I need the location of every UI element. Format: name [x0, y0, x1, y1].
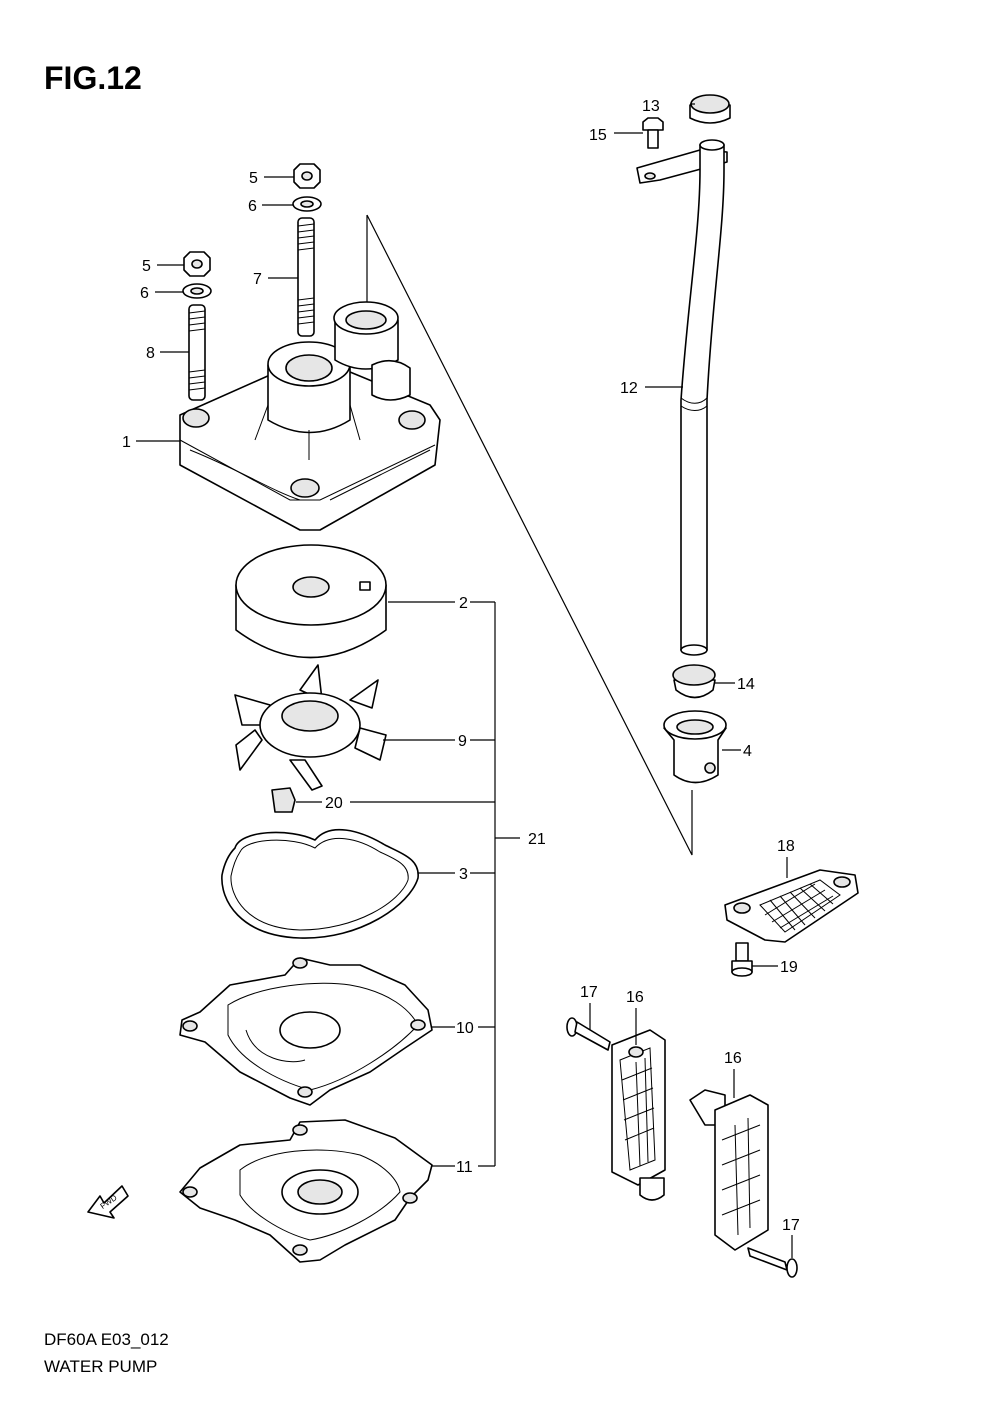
callout-5-lower: 5	[142, 258, 151, 275]
callout-11: 11	[456, 1159, 473, 1176]
grille-16-left[interactable]	[611, 1029, 666, 1201]
fwd-arrow-icon: FWD	[87, 1185, 129, 1219]
callout-14: 14	[737, 676, 755, 693]
callout-17-lower: 17	[782, 1217, 800, 1234]
figure-title: FIG.12	[44, 60, 142, 96]
callout-10: 10	[456, 1020, 474, 1037]
nut-lower[interactable]	[183, 251, 211, 277]
screw-17-lower[interactable]	[747, 1247, 798, 1278]
callouts: 13 15 5 6 5 6 7 8 12 1 2 14 9 4 20 21 18…	[122, 98, 800, 1234]
bolt-19[interactable]	[731, 942, 753, 977]
impeller[interactable]	[234, 664, 387, 791]
stud-8[interactable]	[188, 304, 206, 401]
callout-7: 7	[253, 271, 262, 288]
grille-slots-right	[721, 1117, 761, 1236]
stud-7[interactable]	[297, 217, 315, 337]
oring-gasket[interactable]	[221, 828, 419, 939]
callout-16-left: 16	[626, 989, 644, 1006]
washer-upper[interactable]	[292, 196, 322, 212]
grille-16-right[interactable]	[689, 1089, 769, 1251]
screen-18[interactable]	[724, 869, 859, 943]
callout-19: 19	[780, 959, 798, 976]
callout-5-upper: 5	[249, 170, 258, 187]
drawing-title: WATER PUMP	[44, 1357, 158, 1376]
grommet-13[interactable]	[689, 94, 731, 124]
callout-18: 18	[777, 838, 795, 855]
plate-gasket[interactable]	[179, 957, 433, 1106]
callout-2: 2	[459, 595, 468, 612]
callout-6-upper: 6	[248, 198, 257, 215]
callout-17-upper: 17	[580, 984, 598, 1001]
connector-line	[366, 214, 693, 856]
callout-3: 3	[459, 866, 468, 883]
grommet-14[interactable]	[672, 664, 716, 699]
kit-bracket	[470, 601, 520, 1167]
callout-4: 4	[743, 743, 752, 760]
callout-6-lower: 6	[140, 285, 149, 302]
callout-1: 1	[122, 434, 131, 451]
leader-lines	[136, 103, 793, 1258]
callout-13: 13	[642, 98, 660, 115]
callout-21: 21	[528, 831, 546, 848]
callout-12: 12	[620, 380, 638, 397]
washer-lower[interactable]	[182, 283, 212, 299]
screw-17-upper[interactable]	[566, 1017, 611, 1051]
nut-upper[interactable]	[293, 163, 321, 189]
seal-4[interactable]	[663, 710, 727, 784]
callout-20: 20	[325, 795, 343, 812]
callout-8: 8	[146, 345, 155, 362]
callout-15: 15	[589, 127, 607, 144]
water-tube[interactable]	[636, 139, 728, 656]
lower-gasket[interactable]	[179, 1119, 433, 1263]
callout-16-right: 16	[724, 1050, 742, 1067]
impeller-key[interactable]	[271, 787, 296, 813]
pump-case[interactable]	[179, 301, 441, 531]
mesh-grid	[764, 883, 834, 931]
screw-15[interactable]	[642, 117, 664, 149]
drawing-code: DF60A E03_012	[44, 1330, 169, 1349]
grille-slots	[621, 1057, 655, 1167]
pump-liner[interactable]	[235, 544, 387, 659]
callout-9: 9	[458, 733, 467, 750]
